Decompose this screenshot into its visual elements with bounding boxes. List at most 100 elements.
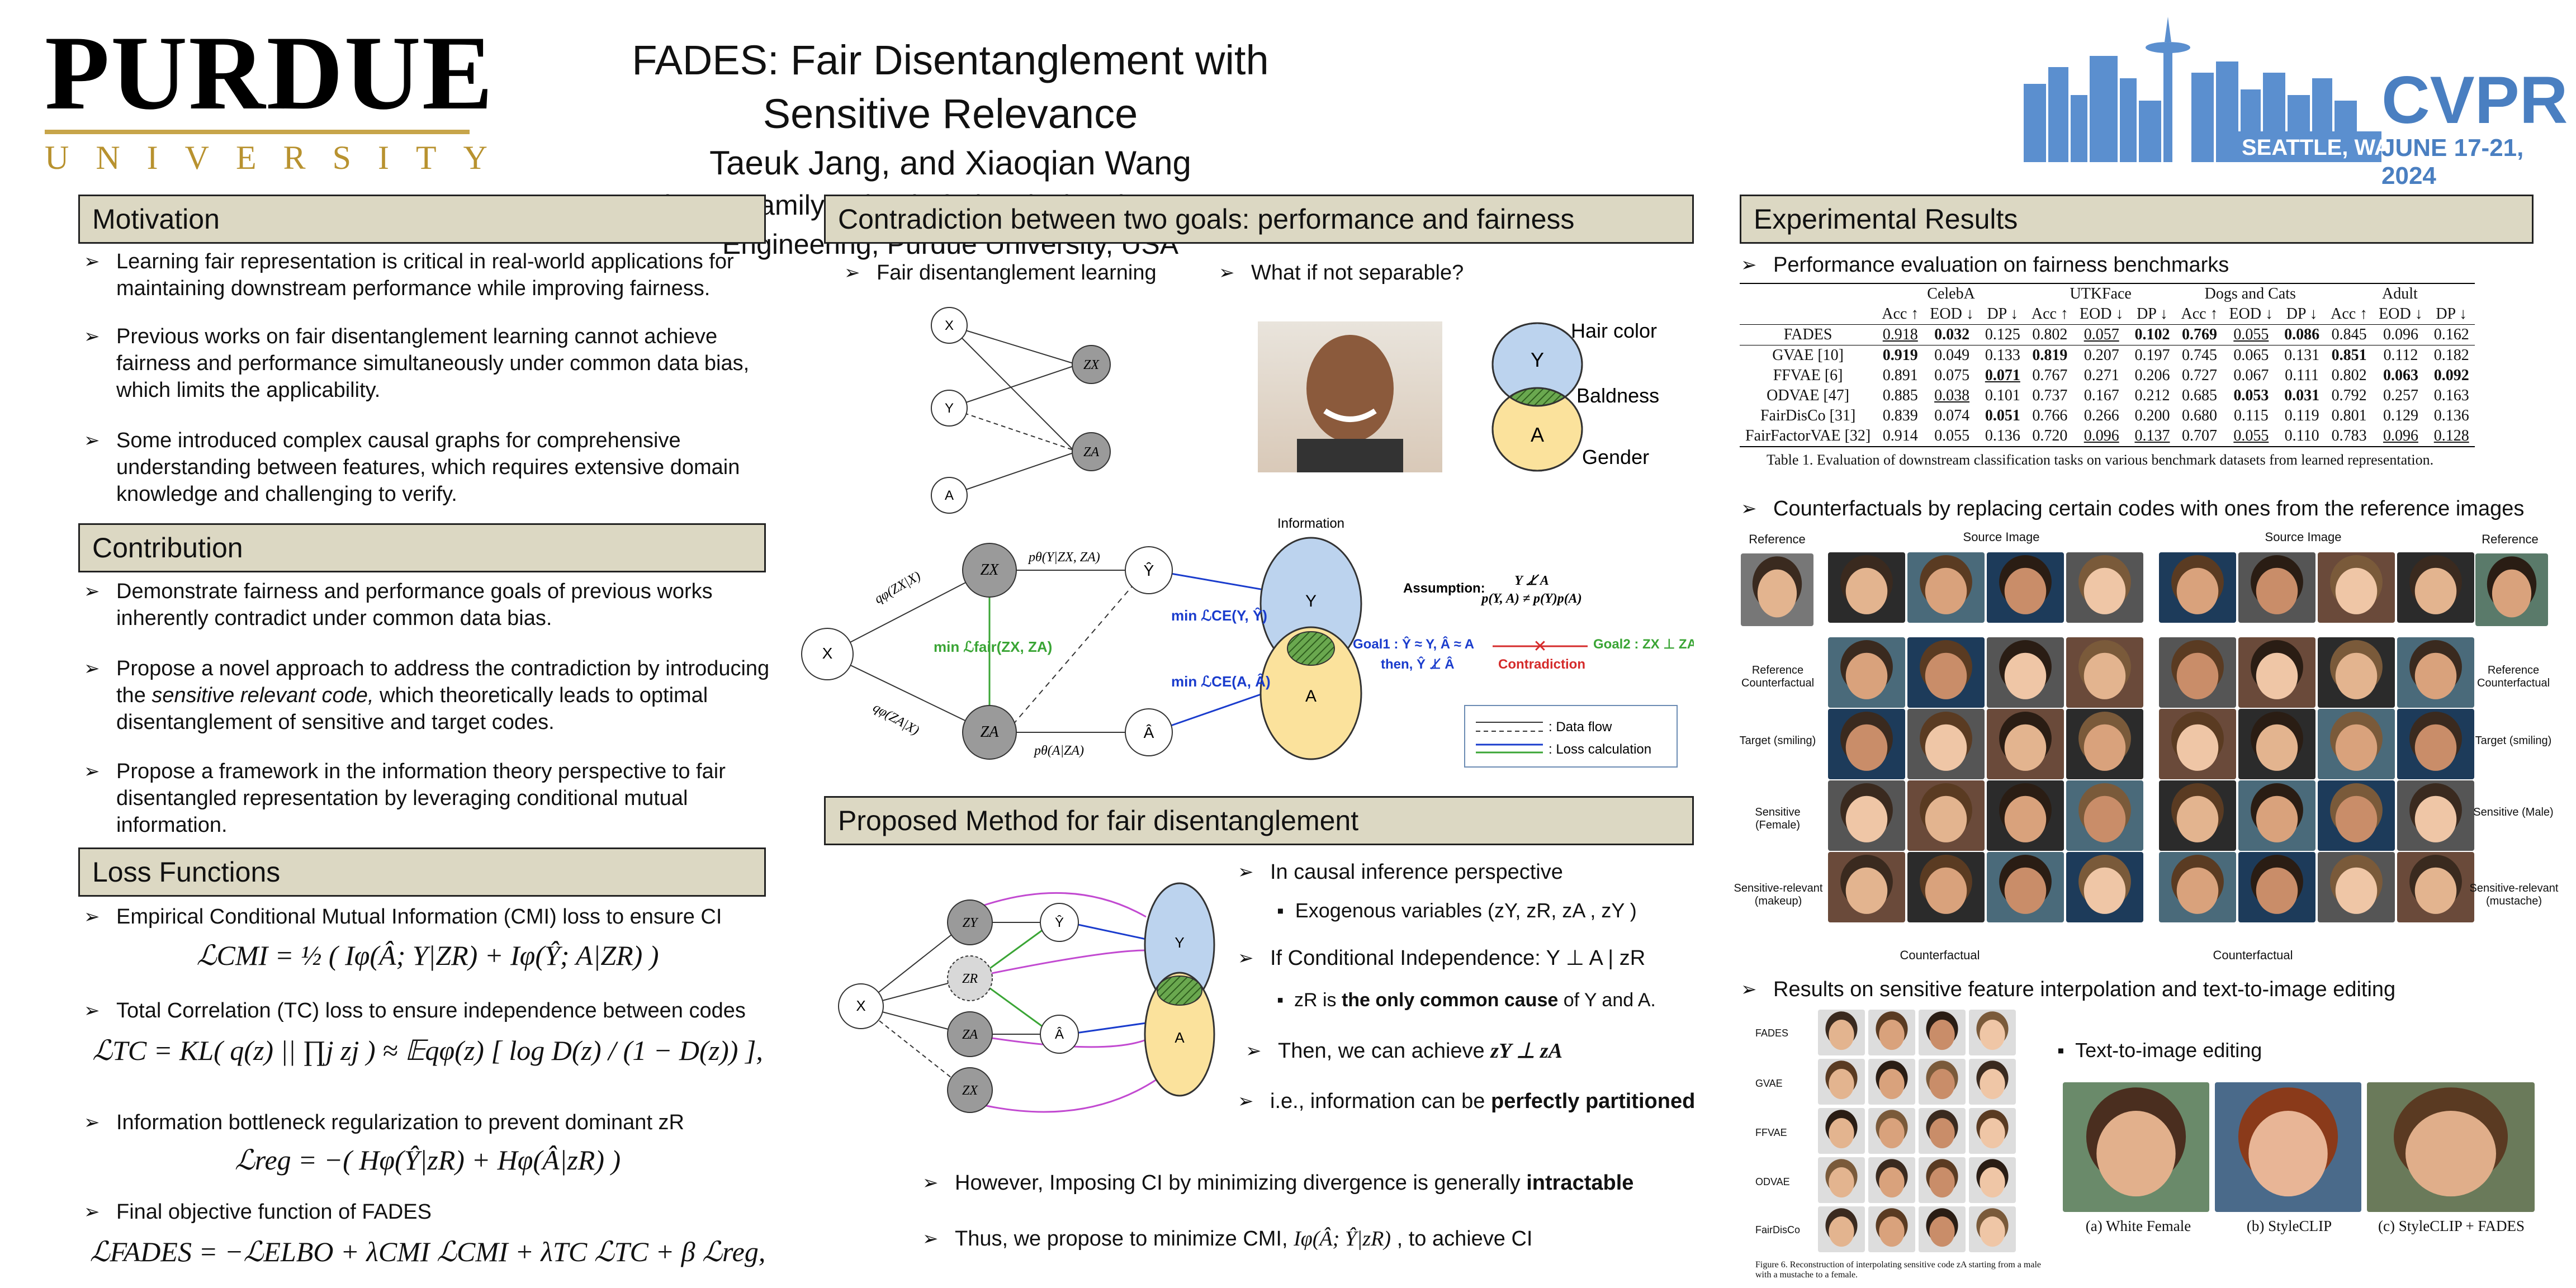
cvpr-logo: SEATTLE, WA CVPR JUNE 17-21, 2024 [2024,17,2568,190]
cvpr-name: CVPR [2381,63,2568,138]
t2i-caption: (c) StyleCLIP + FADES [2378,1218,2525,1234]
value-cell: 0.053 [2233,387,2269,404]
equation-cmi: ℒCMI = ½ ( Iφ(Â; Y|ZR) + Iφ(Ŷ; A|ZR) ) [196,940,659,971]
face-image [1987,709,2064,779]
svg-text:X: X [945,318,954,333]
value-cell: 0.055 [1934,427,1970,444]
proposed-method-header: Proposed Method for fair disentanglement [824,796,1694,845]
svg-text:min ℒfair(ZX, ZA): min ℒfair(ZX, ZA) [934,638,1052,655]
value-cell: 0.049 [1934,347,1970,364]
venn-diagram: Y A Hair color Baldness Gender [1491,319,1659,472]
value-cell: 0.055 [2233,326,2269,343]
value-cell: 0.819 [2032,347,2068,364]
method-cell: GVAE [10] [1772,347,1844,364]
value-cell: 0.197 [2134,347,2170,364]
value-cell: 0.918 [1882,326,1918,343]
loss-bullet-final: ➢Final objective function of FADES [84,1199,788,1225]
arrow-bullet-icon: ➢ [84,906,100,927]
face-image [1987,852,2064,922]
svg-text:min ℒCE(A, Â): min ℒCE(A, Â) [1171,673,1271,690]
face-image [1907,709,1985,779]
node-zx [947,1067,993,1113]
value-cell: 0.067 [2233,367,2269,384]
svg-text:Y: Y [1305,592,1317,610]
face-image [2063,1082,2209,1212]
arrow-bullet-icon: ➢ [84,430,100,451]
face-image [2238,709,2315,779]
face-image [2318,780,2395,851]
value-cell: 0.096 [2083,427,2119,444]
cf-row-label: Target (smiling) [2475,735,2552,747]
face-image [1919,1010,1966,1055]
purdue-university-text: UNIVERSITY [45,139,514,176]
cf-reference-label-left: Reference [1749,532,1806,546]
loss-bullet-reg: ➢Information bottleneck regularization t… [84,1109,788,1136]
value-cell: 0.163 [2433,387,2469,404]
svg-text:A: A [1531,423,1544,446]
value-cell: 0.162 [2433,326,2469,343]
value-cell: 0.707 [2182,427,2217,444]
arrow-bullet-icon: ➢ [1238,948,1254,969]
value-cell: 0.745 [2182,347,2217,364]
value-cell: 0.096 [2383,326,2418,343]
figure6-caption: Figure 6. Reconstruction of interpolatin… [1755,1260,2041,1280]
svg-text:Y: Y [945,401,954,416]
node-ahat [1125,708,1173,756]
node-yhat [1125,546,1173,594]
svg-text:then, Ŷ ⊥̸ Â: then, Ŷ ⊥̸ Â [1381,656,1455,672]
metric-header: DP ↓ [1987,305,2019,323]
svg-text:ZX: ZX [981,561,1000,579]
results-bullet-benchmarks: ➢Performance evaluation on fairness benc… [1741,252,2535,278]
purdue-logo: PURDUE UNIVERSITY [45,20,493,176]
value-cell: 0.802 [2032,326,2068,343]
svg-text:pθ(A|ZA): pθ(A|ZA) [1033,744,1084,758]
face-image [1868,1010,1915,1055]
face-image [1969,1010,2016,1055]
method-cell: FADES [1783,326,1832,343]
arrow-bullet-icon: ➢ [84,581,100,602]
face-image [2318,709,2395,779]
svg-text:X: X [856,997,865,1014]
value-cell: 0.133 [1985,347,2020,364]
value-cell: 0.167 [2083,387,2119,404]
value-cell: 0.112 [2383,347,2418,364]
interp-row-label: FADES [1755,1027,1789,1039]
loss-bullet-cmi: ➢Empirical Conditional Mutual Informatio… [84,903,788,930]
svg-text:Goal2 : ZX ⊥ ZA: Goal2 : ZX ⊥ ZA [1593,637,1694,652]
svg-text:ZA: ZA [981,723,1000,741]
metric-header: Acc ↑ [2031,305,2068,323]
method-sub-common-cause: ▪ zR is the only common cause of Y and A… [1277,989,1656,1011]
face-image [1907,780,1985,851]
purdue-gold-bar [45,130,470,134]
value-cell: 0.136 [1985,427,2020,444]
arrow-bullet-icon: ➢ [1741,254,1757,276]
face-image [1919,1108,1966,1154]
t2i-title: ▪ Text-to-image editing [2057,1039,2262,1062]
face-image [2397,780,2474,851]
face-image [1919,1157,1966,1203]
value-cell: 0.792 [2331,387,2367,404]
metric-header: Acc ↑ [1882,305,1919,323]
face-image [1828,780,1905,851]
value-cell: 0.266 [2083,407,2119,424]
cf-row-label: Sensitive-relevant (makeup) [1734,882,1823,907]
face-image [2318,852,2395,922]
value-cell: 0.845 [2331,326,2367,343]
seattle-skyline-icon [2024,17,2381,162]
value-cell: 0.101 [1985,387,2020,404]
svg-text:ZY: ZY [963,916,979,930]
face-image [1818,1108,1865,1154]
node-za [962,705,1017,760]
interp-row-label: FFVAE [1755,1127,1787,1138]
venn-label-gender: Gender [1582,446,1649,468]
value-cell: 0.119 [2284,407,2319,424]
face-image [1969,1108,2016,1154]
value-cell: 0.914 [1882,427,1918,444]
value-cell: 0.137 [2134,427,2170,444]
contradiction-header: Contradiction between two goals: perform… [824,195,1694,244]
value-cell: 0.129 [2383,407,2418,424]
arrow-bullet-icon: ➢ [84,1112,100,1133]
value-cell: 0.212 [2134,387,2170,404]
